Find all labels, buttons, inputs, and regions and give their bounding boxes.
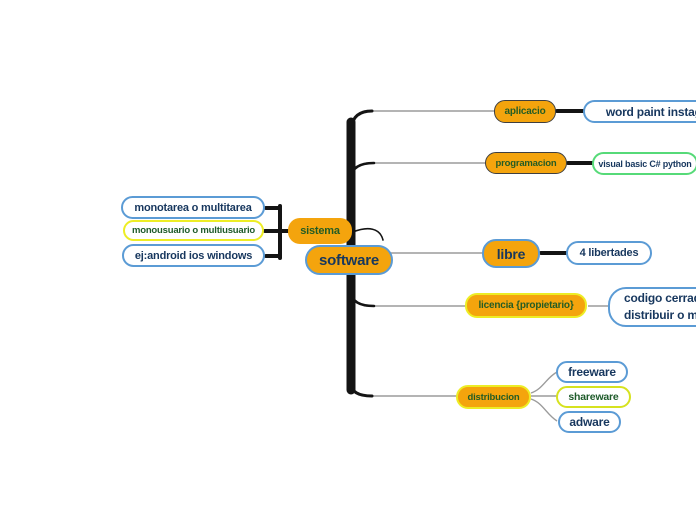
node-distribucion[interactable]: distribucion <box>456 385 531 409</box>
node-ej-android[interactable]: ej:android ios windows <box>122 244 265 267</box>
node-aplicacio[interactable]: aplicacio <box>494 100 556 123</box>
node-label: distribucion <box>467 391 520 403</box>
node-label: monotarea o multitarea <box>134 201 252 214</box>
node-label: shareware <box>568 391 619 403</box>
node-visual-basic[interactable]: visual basic C# python <box>592 152 696 175</box>
node-label: software <box>318 251 380 269</box>
node-monousuario[interactable]: monousuario o multiusuario <box>123 220 264 241</box>
node-label: sistema <box>300 225 340 237</box>
node-monotarea[interactable]: monotarea o multitarea <box>121 196 265 219</box>
node-label: programacion <box>495 157 557 169</box>
node-label: word paint instagram <box>605 104 696 119</box>
node-label: libre <box>496 245 526 262</box>
node-licencia[interactable]: licencia {propietario} <box>465 293 587 318</box>
node-codigo-cerrado[interactable]: codigo cerrad distribuir o m <box>608 287 696 327</box>
node-label: aplicacio <box>504 106 546 117</box>
node-label: adware <box>569 415 610 429</box>
node-sistema[interactable]: sistema <box>288 218 352 244</box>
node-shareware[interactable]: shareware <box>556 386 631 408</box>
node-label: freeware <box>568 365 616 379</box>
node-software-root[interactable]: software <box>305 245 393 275</box>
node-libre[interactable]: libre <box>482 239 540 268</box>
node-label-line2: distribuir o m <box>624 308 696 322</box>
node-label: visual basic C# python <box>598 158 692 169</box>
node-label: monousuario o multiusuario <box>131 225 256 236</box>
node-libertades[interactable]: 4 libertades <box>566 241 652 265</box>
node-label: licencia {propietario} <box>478 300 574 311</box>
node-label: 4 libertades <box>579 247 639 259</box>
node-adware[interactable]: adware <box>558 411 621 433</box>
node-label-line1: codigo cerrad <box>624 291 696 305</box>
node-programacion[interactable]: programacion <box>485 152 567 174</box>
node-label: ej:android ios windows <box>134 249 253 262</box>
node-freeware[interactable]: freeware <box>556 361 628 383</box>
node-word-paint[interactable]: word paint instagram <box>583 100 696 123</box>
